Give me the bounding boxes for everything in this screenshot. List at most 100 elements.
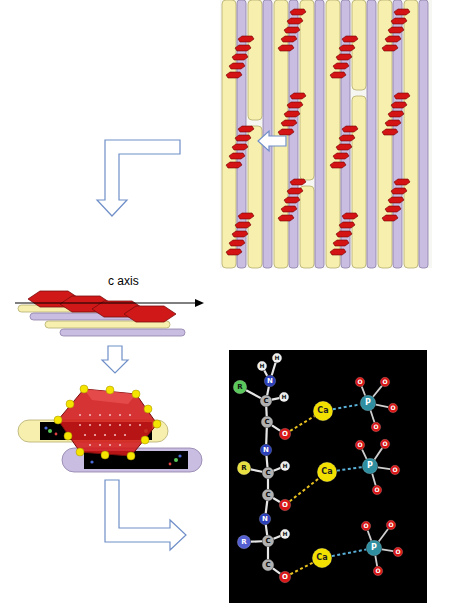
atom-shape: [262, 535, 273, 546]
atom-shape: [262, 559, 273, 570]
atom-shape: [233, 380, 246, 393]
atom-shape: [380, 377, 389, 386]
atom-shape: [260, 395, 271, 406]
atom-symbol: N: [267, 378, 273, 385]
mineral-chains: [226, 9, 410, 255]
ionic-bond: [332, 550, 366, 557]
atom-shape: [272, 353, 281, 362]
atom-shape: [355, 440, 364, 449]
covalent-bond: [362, 450, 366, 459]
atom-circle: O: [380, 377, 390, 387]
atom-symbol: O: [374, 487, 379, 493]
atom-shape: [262, 489, 273, 500]
atom-circle: N: [260, 444, 272, 456]
atom-shape: [388, 403, 397, 412]
atom-circle: O: [279, 571, 291, 583]
atom-circle: R: [237, 535, 251, 549]
covalent-bond: [373, 386, 382, 397]
covalent-bond: [246, 390, 261, 398]
atom-symbol: O: [375, 568, 380, 574]
atom-symbol: H: [281, 394, 286, 400]
ionic-bond: [290, 416, 314, 431]
atom-symbol: C: [263, 398, 268, 405]
atom-symbol: R: [237, 384, 242, 391]
atom-circle: C: [262, 559, 274, 571]
atom-shape: [280, 529, 289, 538]
covalent-bond: [266, 501, 268, 513]
atom-symbol: O: [390, 405, 395, 411]
ionic-bond: [290, 478, 319, 501]
atom-shape: [355, 377, 364, 386]
atom-shape: [262, 467, 273, 478]
covalent-bond: [273, 568, 280, 573]
atom-shape: [279, 428, 290, 439]
atom-shape: [371, 422, 380, 431]
atom-shape: [380, 439, 389, 448]
atom-circle: R: [237, 461, 251, 475]
atom-symbol: C: [265, 470, 270, 477]
atom-shape: [317, 462, 336, 481]
covalent-bond: [368, 531, 372, 541]
atom-symbol: C: [265, 538, 270, 545]
atom-circle: H: [279, 392, 289, 402]
atom-circle: H: [280, 529, 290, 539]
atom-symbol: O: [282, 502, 288, 509]
covalent-bond: [375, 556, 377, 566]
atom-symbol: O: [388, 522, 393, 528]
covalent-bond: [378, 467, 390, 469]
atom-shape: [279, 571, 290, 582]
fibril-crystal: [18, 385, 202, 472]
covalent-bond: [272, 363, 276, 375]
atom-circle: C: [262, 535, 274, 547]
covalent-bond: [272, 425, 280, 430]
atom-symbol: O: [373, 424, 378, 430]
covalent-bond: [274, 536, 281, 539]
atom-shape: [259, 513, 270, 524]
atom-shape: [279, 499, 290, 510]
atom-symbol: H: [282, 531, 287, 537]
atom-circle: O: [371, 422, 381, 432]
atom-symbol: H: [274, 355, 279, 361]
atom-symbol: O: [357, 442, 362, 448]
atom-circle: O: [361, 521, 371, 531]
covalent-bond: [267, 387, 269, 395]
covalent-bond: [251, 540, 262, 543]
covalent-bond: [375, 448, 383, 459]
atom-shape: [260, 444, 271, 455]
atom-symbol: O: [382, 441, 387, 447]
atom-symbol: O: [282, 431, 288, 438]
atom-circle: P: [366, 540, 382, 556]
ionic-bond: [290, 563, 313, 575]
atom-circle: C: [262, 489, 274, 501]
atom-symbol: N: [263, 447, 269, 454]
molecule-panel: [229, 350, 427, 603]
atom-circle: Ca: [312, 548, 332, 568]
covalent-bond: [251, 469, 262, 471]
atom-shape: [261, 416, 272, 427]
atom-circle: O: [388, 403, 398, 413]
atom-symbol: N: [262, 516, 268, 523]
atom-shape: [280, 461, 289, 470]
atom-shape: [361, 521, 370, 530]
covalent-bond: [273, 498, 280, 502]
atom-symbol: P: [365, 399, 371, 407]
atom-circle: H: [257, 361, 267, 371]
atom-shape: [312, 548, 331, 567]
covalent-bond: [265, 407, 268, 416]
atom-circle: O: [393, 547, 403, 557]
atom-symbol: C: [264, 419, 269, 426]
covalent-bond: [266, 525, 267, 535]
atom-symbol: O: [395, 549, 400, 555]
atom-shape: [366, 540, 381, 555]
atom-shape: [279, 392, 288, 401]
covalent-bond: [264, 370, 267, 375]
atom-symbol: O: [363, 523, 368, 529]
covalent-bond: [267, 479, 269, 489]
ionic-bond: [333, 404, 360, 409]
atom-circle: O: [279, 428, 291, 440]
atom-symbol: R: [241, 465, 246, 472]
rod-stack: [18, 291, 185, 336]
atom-symbol: C: [265, 492, 270, 499]
